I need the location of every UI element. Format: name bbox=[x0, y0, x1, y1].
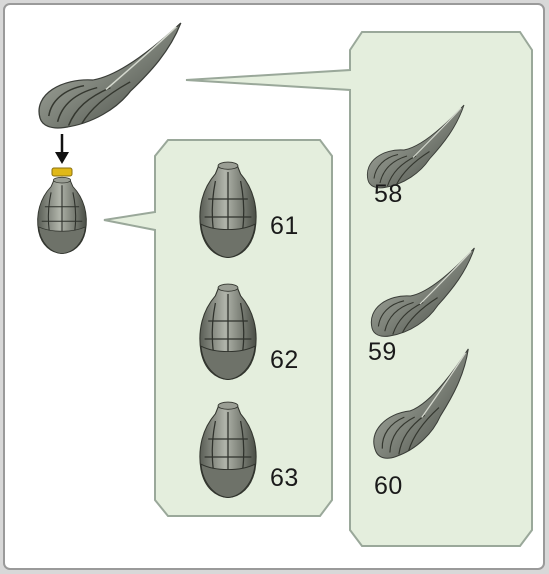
part-number-61: 61 bbox=[270, 212, 299, 241]
part-number-63: 63 bbox=[270, 464, 299, 493]
part-number-58: 58 bbox=[374, 180, 403, 209]
part-number-62: 62 bbox=[270, 346, 299, 375]
part-number-59: 59 bbox=[368, 338, 397, 367]
part-number-60: 60 bbox=[374, 472, 403, 501]
connector-peg-icon bbox=[52, 168, 72, 176]
